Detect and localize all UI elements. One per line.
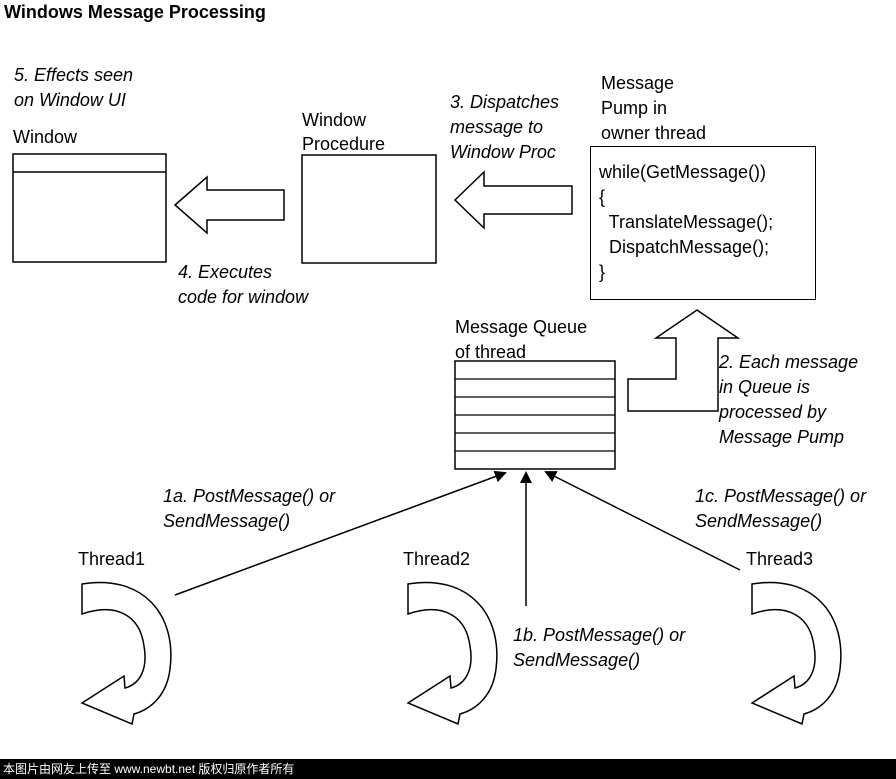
step4-line1: 4. Executes bbox=[178, 262, 273, 282]
step2-line4: Message Pump bbox=[719, 427, 845, 447]
step2-line1: 2. Each message bbox=[719, 352, 859, 372]
window-box bbox=[12, 153, 167, 263]
line-thread1-to-queue bbox=[174, 470, 507, 596]
pump-label-line1: Message bbox=[601, 73, 675, 93]
watermark-footer: 本图片由网友上传至 www.newbt.net 版权归原作者所有 bbox=[0, 759, 896, 779]
window-procedure-box bbox=[301, 154, 437, 264]
thread3-label: Thread3 bbox=[746, 549, 814, 569]
diagram-title: Windows Message Processing bbox=[4, 2, 266, 22]
thread1-curve-icon bbox=[80, 581, 172, 726]
procedure-label-line2: Procedure bbox=[302, 134, 386, 154]
thread3-curve-icon bbox=[750, 581, 842, 726]
window-label: Window bbox=[13, 127, 78, 147]
pump-label-line2: Pump in bbox=[601, 98, 668, 118]
step3-line1: 3. Dispatches bbox=[450, 92, 560, 112]
step3-line2: message to bbox=[450, 117, 544, 137]
line-thread3-to-queue bbox=[544, 471, 741, 571]
step2-line2: in Queue is bbox=[719, 377, 811, 397]
step1c-line2: SendMessage() bbox=[695, 511, 823, 531]
message-pump-code-box: while(GetMessage()) { TranslateMessage()… bbox=[590, 146, 816, 300]
code-line-4: DispatchMessage(); bbox=[599, 237, 770, 257]
step5-line2: on Window UI bbox=[14, 90, 126, 110]
thread2-label: Thread2 bbox=[403, 549, 471, 569]
pump-label-line3: owner thread bbox=[601, 123, 707, 143]
step1b-line2: SendMessage() bbox=[513, 650, 641, 670]
arrow-execute-to-window bbox=[173, 175, 285, 235]
arrow-dispatch-to-procedure bbox=[453, 170, 573, 230]
message-queue-box bbox=[454, 360, 616, 470]
step2-line3: processed by bbox=[719, 402, 827, 422]
step4-line2: code for window bbox=[178, 287, 309, 307]
code-line-5: } bbox=[599, 262, 606, 282]
step1b-line1: 1b. PostMessage() or bbox=[513, 625, 686, 645]
step1a-line2: SendMessage() bbox=[163, 511, 291, 531]
code-line-3: TranslateMessage(); bbox=[599, 212, 774, 232]
step5-line1: 5. Effects seen bbox=[14, 65, 134, 85]
queue-label-line2: of thread bbox=[455, 342, 527, 362]
thread1-label: Thread1 bbox=[78, 549, 146, 569]
thread2-curve-icon bbox=[406, 581, 498, 726]
arrow-queue-to-pump bbox=[627, 309, 741, 412]
step3-line3: Window Proc bbox=[450, 142, 556, 162]
step1c-line1: 1c. PostMessage() or bbox=[695, 486, 867, 506]
step1a-line1: 1a. PostMessage() or bbox=[163, 486, 336, 506]
code-line-2: { bbox=[599, 187, 606, 207]
queue-label-line1: Message Queue bbox=[455, 317, 588, 337]
procedure-label-line1: Window bbox=[302, 110, 367, 130]
code-line-1: while(GetMessage()) bbox=[599, 162, 767, 182]
